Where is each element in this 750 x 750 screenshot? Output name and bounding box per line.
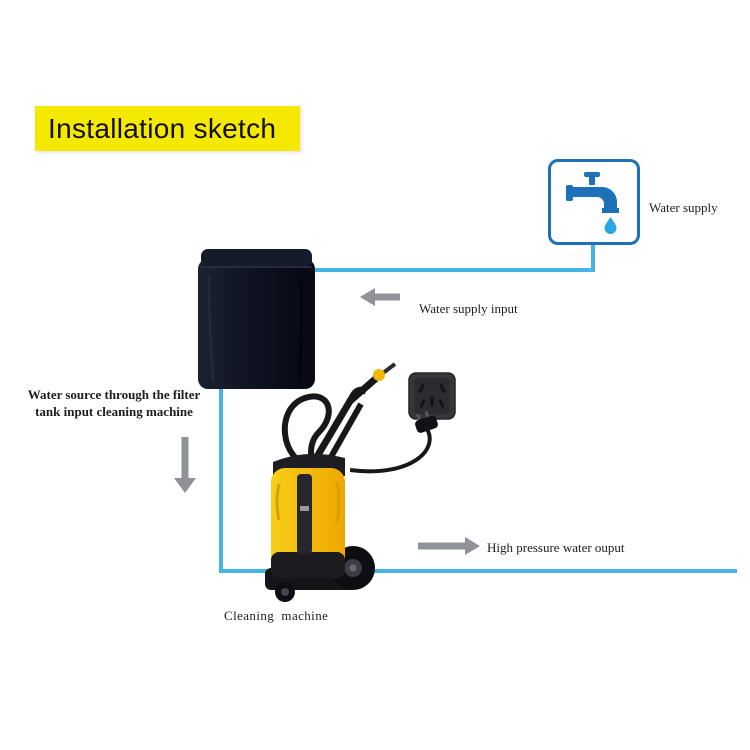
- water-supply-box: [548, 159, 640, 245]
- pipe-tank-vertical: [219, 388, 223, 573]
- water-hose: [281, 393, 332, 471]
- cleaning-machine-label: Cleaning machine: [224, 608, 329, 623]
- down-arrow-icon: [174, 437, 196, 493]
- filter-note-line1: Water source through the filter: [27, 387, 201, 402]
- water-supply-label: Water supply: [649, 200, 718, 215]
- high-pressure-output-label: High pressure water ouput: [487, 540, 625, 555]
- filter-note-line2: tank input cleaning machine: [35, 403, 193, 419]
- right-arrow-icon: [418, 537, 480, 555]
- pressure-washer-illustration: [265, 362, 397, 602]
- left-arrow-icon: [360, 288, 400, 306]
- water-drop-icon: [604, 217, 617, 234]
- tank-lid: [201, 249, 312, 267]
- title-banner: Installation sketch: [35, 106, 300, 151]
- power-cord: [350, 424, 432, 474]
- tank-body: [198, 259, 315, 389]
- filter-note: Water source through the filter tank inp…: [8, 387, 220, 421]
- faucet-icon: [566, 172, 619, 234]
- pipe-supply-vertical: [591, 243, 595, 272]
- water-supply-input-label: Water supply input: [419, 301, 518, 316]
- filter-tank-illustration: [198, 249, 315, 389]
- power-plug-icon: [415, 410, 438, 433]
- pipe-output-horizontal: [219, 569, 737, 573]
- pipe-supply-horizontal: [314, 268, 595, 272]
- page-title: Installation sketch: [48, 112, 277, 144]
- power-socket-icon: [408, 372, 456, 433]
